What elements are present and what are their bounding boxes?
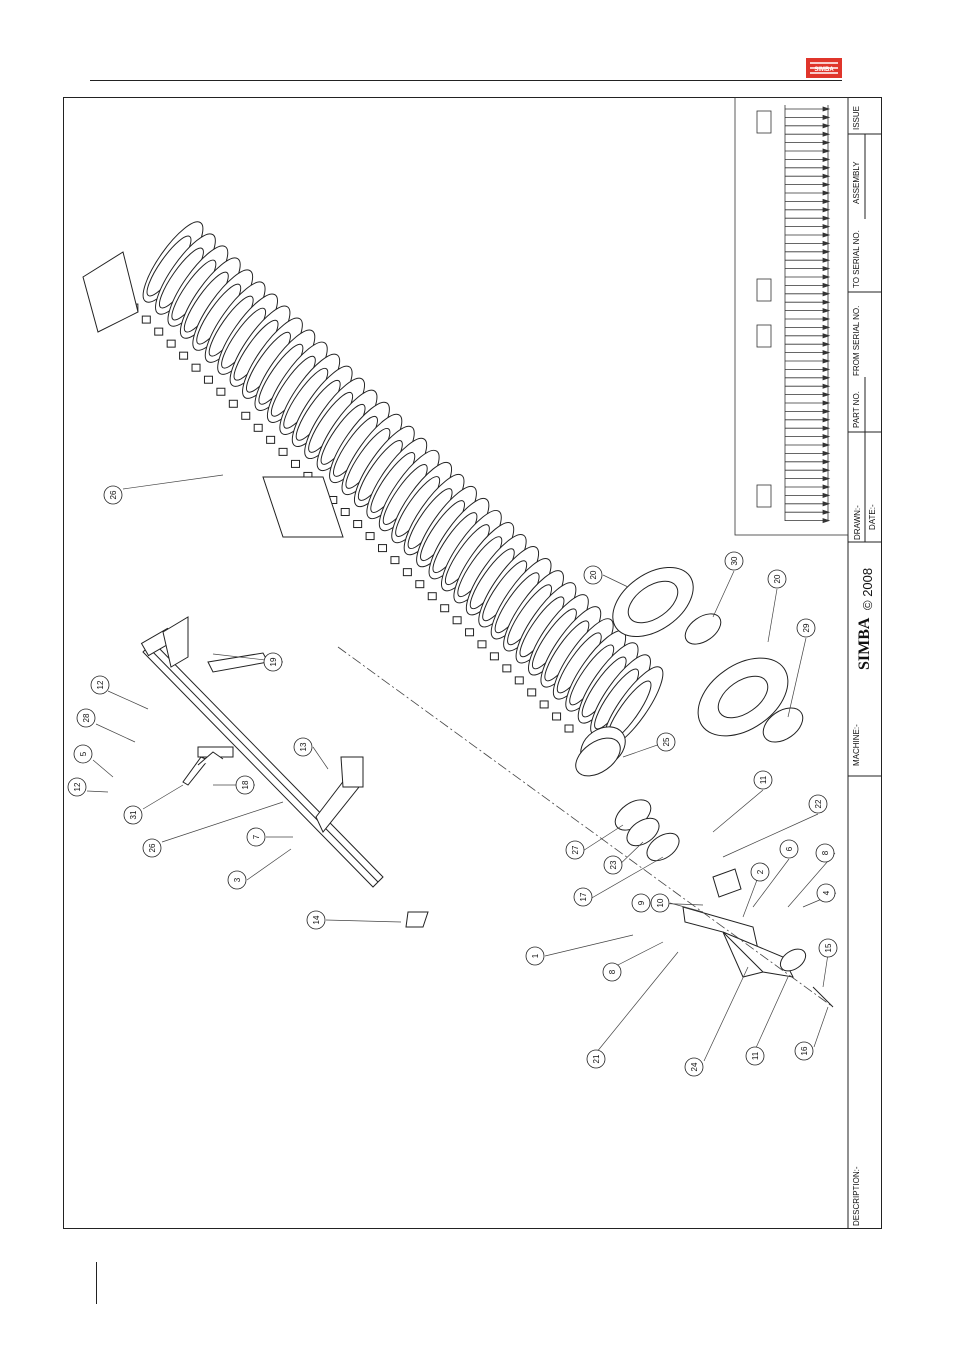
callout-number: 25 bbox=[662, 737, 671, 746]
simba-logo: SIMBA bbox=[806, 58, 842, 78]
header-rule bbox=[90, 80, 842, 81]
callout-leader bbox=[143, 785, 183, 809]
callout-leader bbox=[247, 849, 291, 880]
frame-bar bbox=[142, 617, 428, 927]
callout-number: 29 bbox=[802, 623, 811, 632]
callout-number: 11 bbox=[759, 775, 768, 784]
callout-number: 4 bbox=[822, 890, 831, 895]
to-serial-label: TO SERIAL NO. bbox=[852, 230, 861, 288]
callout-leader bbox=[545, 935, 633, 956]
copyright: © 2008 bbox=[860, 568, 875, 610]
callout-leader bbox=[755, 977, 788, 1050]
callout-leader bbox=[87, 791, 108, 792]
callout-number: 20 bbox=[589, 570, 598, 579]
callout-number: 30 bbox=[730, 556, 739, 565]
callout-number: 22 bbox=[814, 799, 823, 808]
callout-number: 24 bbox=[690, 1062, 699, 1071]
callout-number: 18 bbox=[241, 780, 250, 789]
callout-number: 27 bbox=[571, 845, 580, 854]
callout-leader bbox=[814, 1007, 828, 1047]
callout-number: 26 bbox=[109, 490, 118, 499]
callout-number: 14 bbox=[312, 915, 321, 924]
inset-layout-view bbox=[735, 97, 848, 535]
callout-leader bbox=[603, 575, 628, 587]
date-label: DATE:- bbox=[868, 504, 877, 530]
callout-number: 17 bbox=[579, 892, 588, 901]
bearing-bracket bbox=[683, 907, 833, 1007]
callout-number: 5 bbox=[79, 751, 88, 756]
callout-number: 8 bbox=[821, 850, 830, 855]
callout-number: 28 bbox=[82, 713, 91, 722]
callout-number: 23 bbox=[609, 860, 618, 869]
drawn-label: DRAWN:- bbox=[853, 505, 862, 540]
callout-number: 1 bbox=[531, 953, 540, 958]
callout-number: 21 bbox=[592, 1054, 601, 1063]
callout-number: 9 bbox=[637, 900, 646, 905]
assembly-label: ASSEMBLY bbox=[852, 161, 861, 204]
callout-leader bbox=[788, 638, 806, 717]
callout-leader bbox=[93, 760, 113, 777]
margin-rule bbox=[96, 1262, 97, 1304]
callout-leader bbox=[326, 920, 401, 922]
callout-leader bbox=[96, 724, 135, 742]
issue-label: ISSUE bbox=[852, 106, 861, 130]
callout-leader bbox=[713, 790, 763, 832]
callout-number: 6 bbox=[785, 846, 794, 851]
callout-number: 11 bbox=[751, 1051, 760, 1060]
callout-number: 26 bbox=[148, 843, 157, 852]
callout-leader bbox=[723, 814, 818, 857]
machine-label: MACHINE:- bbox=[852, 724, 861, 766]
callout-leader bbox=[583, 857, 663, 903]
callout-leader bbox=[823, 954, 828, 987]
brand-mark: SIMBA bbox=[856, 618, 874, 670]
logo-text: SIMBA bbox=[814, 67, 834, 73]
callout-number: 19 bbox=[269, 657, 278, 666]
callout-number: 7 bbox=[252, 834, 261, 839]
callout-number: 10 bbox=[656, 898, 665, 907]
callout-number: 12 bbox=[73, 782, 82, 791]
callout-leader bbox=[612, 942, 663, 968]
callout-number: 8 bbox=[608, 969, 617, 974]
callout-leader bbox=[108, 691, 148, 709]
callout-number: 3 bbox=[233, 877, 242, 882]
callout-number: 20 bbox=[773, 574, 782, 583]
callout-number: 12 bbox=[96, 680, 105, 689]
callout-leader bbox=[704, 967, 748, 1061]
callout-leader bbox=[313, 747, 328, 769]
callout-leader bbox=[123, 475, 223, 489]
from-serial-label: FROM SERIAL NO. bbox=[852, 306, 861, 376]
callout-number: 13 bbox=[299, 742, 308, 751]
callout-number: 15 bbox=[824, 943, 833, 952]
description-label: DESCRIPTION:- bbox=[852, 1166, 861, 1226]
part-no-label: PART NO. bbox=[852, 391, 861, 428]
exploded-parts-drawing: 2619122851231181373261420302029251122272… bbox=[63, 97, 882, 1229]
callout-number: 2 bbox=[756, 869, 765, 874]
roller-assembly bbox=[83, 215, 672, 776]
callout-leader bbox=[713, 571, 734, 617]
callout-number: 31 bbox=[129, 810, 138, 819]
callout-number: 16 bbox=[800, 1046, 809, 1055]
callout-leader bbox=[768, 589, 777, 642]
